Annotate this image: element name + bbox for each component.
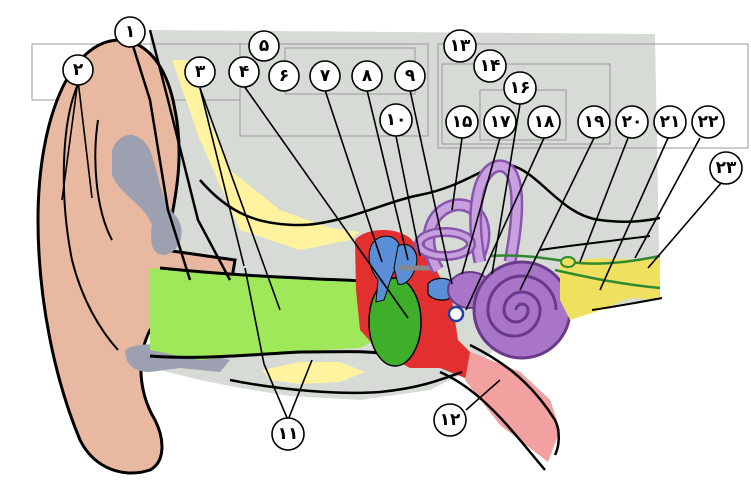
leader-11a	[263, 363, 289, 421]
svg-text:١٢: ١٢	[440, 410, 461, 430]
leader-16	[491, 103, 521, 275]
leader-lines	[61, 79, 723, 421]
cochlea-spiral	[486, 274, 558, 338]
ear-canal-upper-wall	[159, 266, 373, 284]
leader-3	[199, 87, 245, 267]
leader-15	[451, 137, 463, 211]
svg-text:۶: ۶	[279, 66, 289, 86]
labels: ١ ٢ ٣ ۴ ۵ ۶ ٧ ٨ ٩ ١٠ ١١ ١٢ ١٣ ١۴ ١۵ ١۶ ١…	[62, 16, 743, 451]
label-6: ۶	[268, 60, 300, 92]
label-13: ١٣	[443, 29, 477, 63]
label-20: ٢٠	[615, 105, 649, 139]
svg-text:٢١: ٢١	[660, 112, 681, 132]
facial-nerve	[539, 235, 651, 251]
helix-fold	[62, 79, 119, 351]
group-box-middle-ear	[239, 43, 429, 137]
label-1: ١	[114, 16, 146, 48]
ear-canal	[150, 268, 380, 360]
conchal-cartilage	[112, 135, 182, 255]
semicircular-canal-anterior-fill	[425, 200, 488, 273]
svg-text:١: ١	[125, 22, 135, 42]
leader-11b	[287, 359, 313, 421]
round-window	[447, 305, 465, 323]
semicircular-canal-posterior-fill	[471, 162, 521, 263]
label-23: ٢٣	[709, 151, 743, 185]
leader-3b	[199, 87, 281, 311]
group-box-inner-ear	[437, 43, 749, 149]
svg-text:٢٠: ٢٠	[622, 112, 643, 132]
svg-text:١٧: ١٧	[490, 112, 511, 132]
eustachian-tube	[465, 352, 560, 462]
vestibulocochlear-nerve	[560, 258, 660, 320]
label-16: ١۶	[503, 71, 537, 105]
svg-text:١۵: ١۵	[452, 112, 473, 132]
cochlear-nerve	[554, 268, 661, 290]
leader-12	[465, 379, 501, 411]
leader-11c	[244, 267, 265, 365]
skull-line-lower	[229, 370, 463, 395]
ear-canal-lower-wall	[149, 350, 393, 359]
svg-text:۵: ۵	[259, 36, 269, 56]
svg-text:١۶: ١۶	[510, 78, 531, 98]
svg-text:١٣: ١٣	[450, 36, 471, 56]
skull-line-2	[148, 29, 232, 281]
skull-line-bottom-right	[591, 297, 663, 311]
label-10: ١٠	[379, 103, 413, 137]
svg-text:٣: ٣	[195, 62, 206, 82]
nerve-ganglion	[560, 256, 576, 268]
label-17: ١٧	[483, 105, 517, 139]
label-5: ۵	[248, 30, 280, 62]
label-8: ٨	[351, 60, 383, 92]
leader-22	[634, 137, 701, 259]
leader-23	[647, 181, 723, 269]
label-18: ١٨	[527, 105, 561, 139]
group-box-inner-ear-inner	[441, 63, 611, 145]
leader-10	[395, 135, 421, 257]
label-9: ٩	[394, 60, 426, 92]
leader-18	[465, 137, 545, 311]
cranial-cavity-outline	[199, 163, 661, 227]
label-4: ۴	[228, 56, 260, 88]
svg-text:٩: ٩	[405, 66, 416, 86]
svg-text:٧: ٧	[320, 66, 331, 86]
svg-text:١۴: ١۴	[480, 56, 501, 76]
leader-21	[599, 137, 669, 291]
label-2: ٢	[62, 54, 94, 86]
lower-soft-tissue	[262, 362, 365, 384]
svg-text:۴: ۴	[239, 62, 249, 82]
label-7: ٧	[309, 60, 341, 92]
leader-8	[366, 89, 409, 261]
leader-19	[519, 137, 595, 291]
label-11: ١١	[271, 417, 305, 451]
label-22: ٢٢	[691, 105, 725, 139]
leader-2a	[61, 79, 79, 201]
svg-text:١١: ١١	[278, 424, 299, 444]
leader-20	[579, 137, 629, 263]
svg-text:٨: ٨	[362, 66, 373, 86]
svg-text:١٩: ١٩	[584, 112, 605, 132]
svg-text:٢٣: ٢٣	[716, 158, 737, 178]
leader-7	[324, 89, 383, 263]
leader-4	[243, 85, 409, 319]
label-21: ٢١	[653, 105, 687, 139]
antihelix-fold	[94, 119, 113, 241]
label-15: ١۵	[445, 105, 479, 139]
eustachian-tube-outline-top	[469, 343, 560, 456]
svg-text:٢: ٢	[73, 60, 84, 80]
svg-text:١٠: ١٠	[386, 110, 407, 130]
skull-line-1	[126, 29, 192, 281]
label-3: ٣	[184, 56, 216, 88]
label-19: ١٩	[577, 105, 611, 139]
label-14: ١۴	[473, 49, 507, 83]
leader-9	[409, 89, 453, 285]
svg-text:١٨: ١٨	[534, 112, 555, 132]
leader-17	[461, 137, 501, 275]
label-12: ١٢	[433, 403, 467, 437]
leader-2b	[77, 79, 93, 199]
svg-text:٢٢: ٢٢	[698, 112, 719, 132]
